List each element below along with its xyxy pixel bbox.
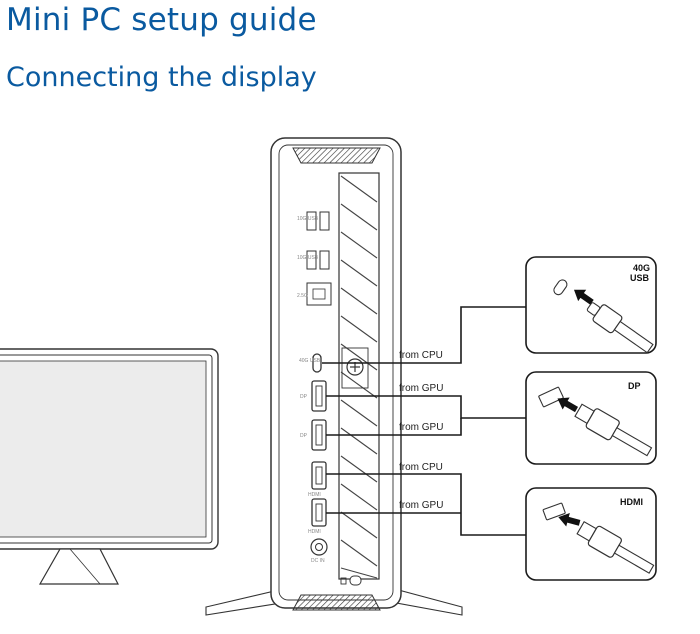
- dp-label-1: DP: [300, 394, 308, 400]
- vent-slat: [340, 427, 378, 455]
- vent-slat: [340, 203, 378, 231]
- callout-hdmi-label: HDMI: [620, 497, 643, 507]
- usb-10g-label-1: 10G USB: [297, 216, 319, 222]
- rear-ports: 10G USB 10G USB 2.5G 40G USB DP DP HDMI …: [297, 211, 362, 586]
- vent-slat: [340, 287, 378, 315]
- dp-label-2: DP: [300, 433, 308, 439]
- vent-slat: [340, 539, 378, 567]
- callout-dp-label: DP: [628, 381, 641, 391]
- mini-pc-illustration: [205, 137, 463, 616]
- page-title: Mini PC setup guide: [6, 2, 317, 38]
- dc-in-label: DC IN: [311, 558, 325, 564]
- hdmi-from-gpu-label: from GPU: [399, 500, 443, 511]
- vent-slat: [340, 399, 378, 427]
- connection-labels: from CPU from GPU from GPU from CPU from…: [399, 350, 443, 511]
- vent-slat: [340, 315, 378, 343]
- vent-slat: [340, 455, 378, 483]
- section-subtitle: Connecting the display: [6, 62, 317, 93]
- callout-usb-line1: 40G: [633, 263, 650, 273]
- vent-slat: [340, 175, 378, 203]
- callout-displayport: DP: [525, 371, 657, 465]
- hdmi-label-1: HDMI: [308, 492, 321, 498]
- vent-slat: [340, 567, 378, 579]
- connection-lines: [322, 306, 526, 536]
- vent-slat: [340, 231, 378, 259]
- dp2-from-gpu-label: from GPU: [399, 422, 443, 433]
- vent-slat: [340, 483, 378, 511]
- lan-label: 2.5G: [297, 293, 308, 299]
- hdmi-label-2: HDMI: [308, 529, 321, 535]
- usb-40g-label: 40G USB: [299, 358, 321, 364]
- vent-slat: [340, 259, 378, 287]
- vent-slat: [340, 371, 378, 399]
- hdmi-from-cpu-label: from CPU: [399, 462, 443, 473]
- monitor-illustration: [0, 348, 219, 585]
- callout-usb-line2: USB: [630, 273, 650, 283]
- usb-10g-label-2: 10G USB: [297, 255, 319, 261]
- callout-hdmi: HDMI: [525, 487, 657, 581]
- dp1-from-gpu-label: from GPU: [399, 383, 443, 394]
- callout-usb-c: 40G USB: [525, 256, 657, 354]
- vent-slat: [340, 511, 378, 539]
- usb-from-cpu-label: from CPU: [399, 350, 443, 361]
